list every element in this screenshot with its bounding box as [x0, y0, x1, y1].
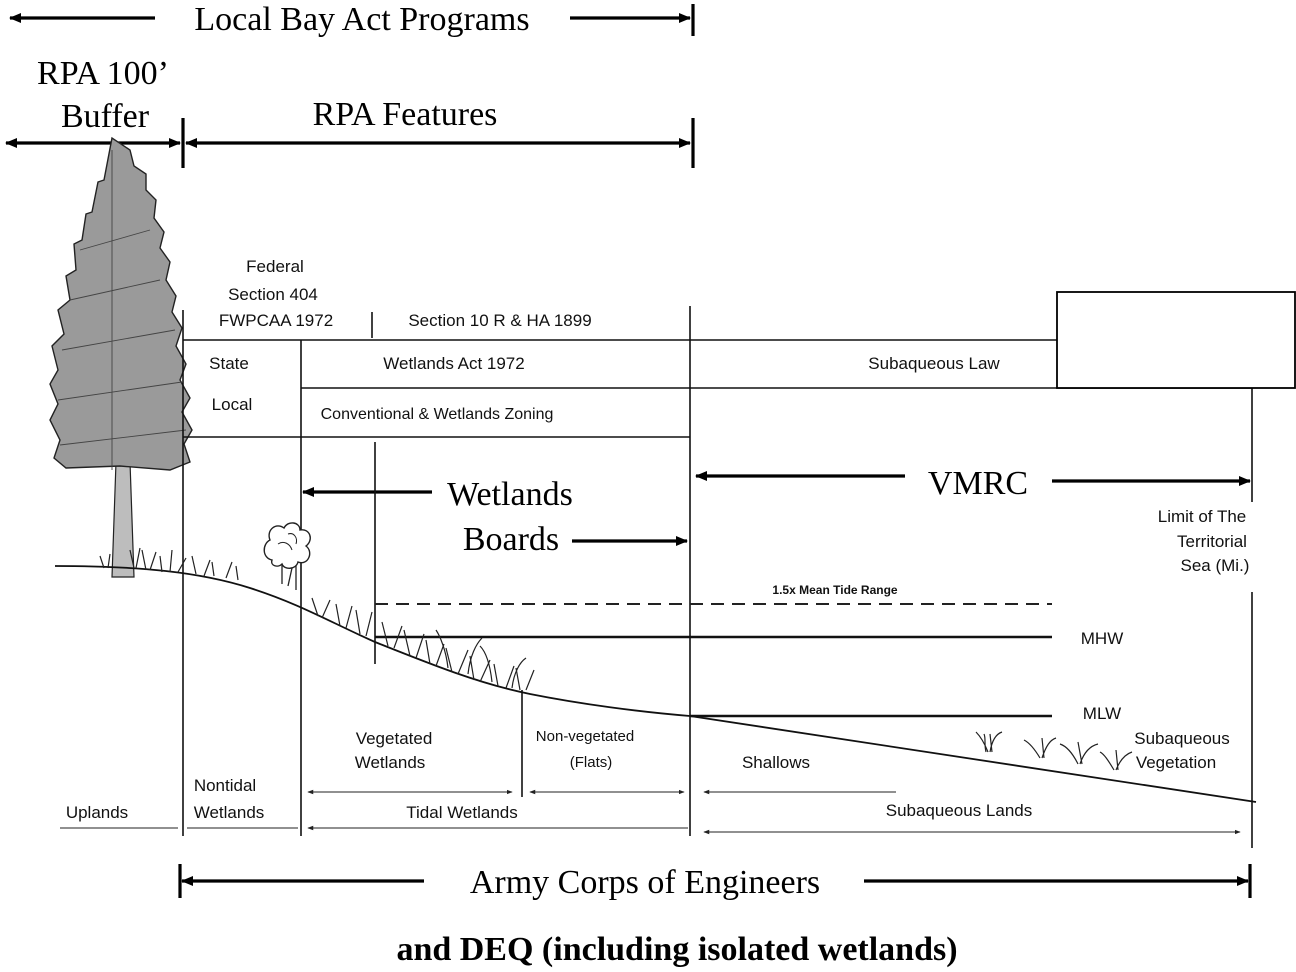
local-bay-act-label: Local Bay Act Programs — [194, 1, 529, 38]
nontidal-wetlands-label-line1: Nontidal — [194, 776, 256, 795]
subaqueous-vegetation-label-line1: Subaqueous — [1134, 729, 1229, 748]
section10-label: Section 10 R & HA 1899 — [408, 311, 591, 330]
territorial-sea-note: Limit of The Territorial Sea (Mi.) — [1158, 507, 1250, 575]
zoning-label: Conventional & Wetlands Zoning — [321, 406, 554, 423]
mhw-label: MHW — [1081, 629, 1123, 648]
mean-tide-range-label: 1.5x Mean Tide Range — [772, 583, 897, 597]
wetlands-boards-span: Wetlands Boards — [302, 442, 688, 664]
subaqueous-vegetation-icon — [975, 731, 1133, 771]
deq-label: and DEQ (including isolated wetlands) — [396, 931, 957, 968]
shallows-label: Shallows — [742, 753, 810, 772]
rpa-features-label: RPA Features — [313, 96, 498, 133]
wetlands-act-label: Wetlands Act 1972 — [383, 354, 524, 373]
wetlands-boards-label-line1: Wetlands — [447, 476, 573, 513]
jurisdiction-table: Federal Section 404 FWPCAA 1972 Section … — [182, 257, 1296, 848]
blank-box — [1056, 291, 1296, 389]
nontidal-wetlands-label-line2: Wetlands — [194, 803, 265, 822]
federal-label-line2: Section 404 — [228, 285, 318, 304]
federal-label-line1: Federal — [246, 257, 304, 276]
wetlands-boards-label-line2: Boards — [463, 521, 559, 558]
vegetated-wetlands-label-line1: Vegetated — [356, 729, 433, 748]
shrub-icon — [263, 522, 311, 590]
pine-tree-icon — [49, 136, 193, 578]
state-label: State — [209, 354, 249, 373]
federal-label-line3: FWPCAA 1972 — [219, 311, 333, 330]
army-corps-span: Army Corps of Engineers and DEQ (includi… — [178, 864, 1252, 968]
army-corps-label: Army Corps of Engineers — [470, 864, 820, 901]
zone-labels: Vegetated Wetlands Non-vegetated (Flats)… — [60, 728, 1241, 835]
territorial-label-line2: Territorial — [1177, 532, 1247, 551]
territorial-label-line1: Limit of The — [1158, 507, 1247, 526]
rpa-buffer-span: RPA 100’ Buffer — [5, 55, 185, 168]
local-bay-act-span: Local Bay Act Programs — [9, 1, 695, 38]
vegetated-wetlands-label-line2: Wetlands — [355, 753, 426, 772]
mlw-label: MLW — [1083, 704, 1121, 723]
nonvegetated-label-line2: (Flats) — [570, 754, 613, 771]
subaqueous-law-label: Subaqueous Law — [868, 354, 1000, 373]
rpa-buffer-label-line2: Buffer — [61, 98, 150, 135]
rpa-features-span: RPA Features — [185, 96, 695, 168]
uplands-label: Uplands — [66, 803, 128, 822]
subaqueous-lands-label: Subaqueous Lands — [886, 801, 1033, 820]
vmrc-label: VMRC — [928, 465, 1028, 502]
ground-profile — [54, 565, 1257, 803]
rpa-buffer-label-line1: RPA 100’ — [37, 55, 169, 92]
nonvegetated-label-line1: Non-vegetated — [536, 728, 634, 745]
tidal-wetlands-label: Tidal Wetlands — [406, 803, 518, 822]
subaqueous-vegetation-label-line2: Vegetation — [1136, 753, 1216, 772]
vmrc-span: VMRC — [695, 465, 1251, 502]
tide-levels: 1.5x Mean Tide Range MHW MLW — [375, 583, 1123, 723]
marsh-grass-icon — [99, 547, 535, 691]
territorial-label-line3: Sea (Mi.) — [1181, 556, 1250, 575]
local-label: Local — [212, 395, 253, 414]
